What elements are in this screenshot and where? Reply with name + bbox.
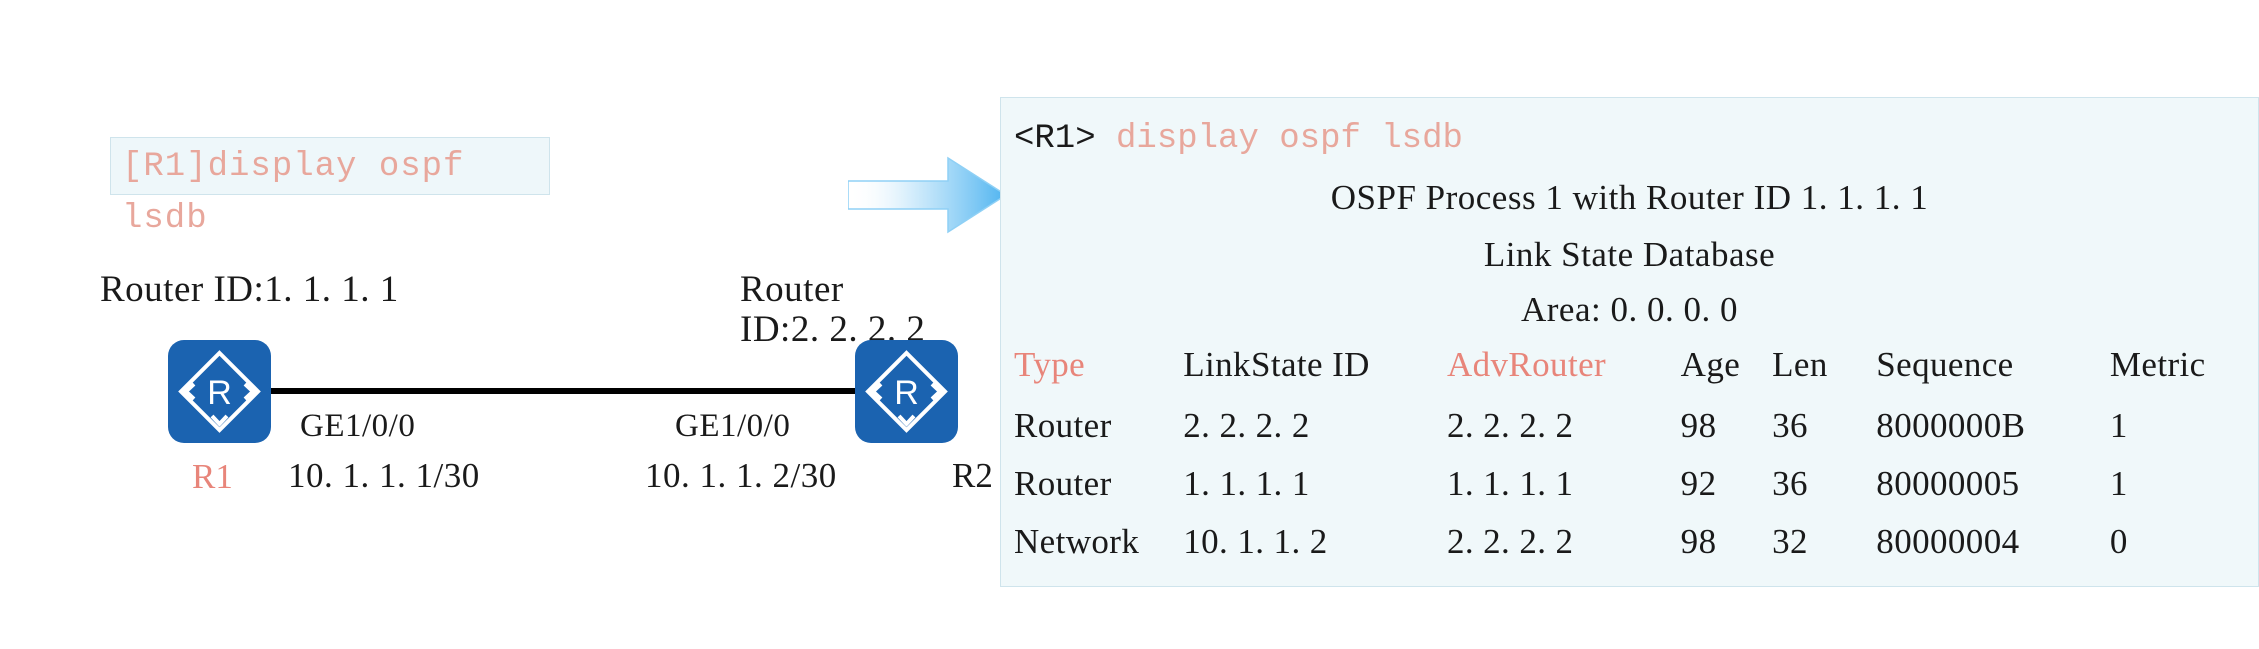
cell-type: Network: [1014, 522, 1140, 561]
cell-len: 32: [1772, 522, 1808, 561]
right-device-name: R2: [952, 456, 993, 495]
lsdb-table: Type LinkState ID AdvRouter Age Len Sequ…: [1014, 345, 2259, 571]
cell-sequence: 8000000B: [1876, 406, 2026, 445]
cell-type: Router: [1014, 406, 1112, 445]
table-row: Router 1. 1. 1. 1 1. 1. 1. 1 92 36 80000…: [1014, 455, 2259, 513]
column-header-advrouter: AdvRouter: [1446, 345, 1607, 384]
link-connection-line: [255, 388, 885, 394]
cell-age: 92: [1680, 464, 1717, 503]
ospf-process-header: OSPF Process 1 with Router ID 1. 1. 1. 1: [1330, 178, 1929, 217]
cell-type: Router: [1014, 464, 1112, 503]
cell-advrouter: 1. 1. 1. 1: [1446, 464, 1574, 503]
cell-sequence: 80000005: [1876, 464, 2020, 503]
cell-len: 36: [1772, 406, 1808, 445]
column-header-metric: Metric: [2109, 345, 2206, 384]
terminal-output-panel: [1000, 97, 2259, 587]
left-router-id-label: Router ID:1. 1. 1. 1: [100, 269, 399, 310]
cell-advrouter: 2. 2. 2. 2: [1446, 406, 1574, 445]
column-header-len: Len: [1772, 345, 1828, 384]
column-header-linkstate: LinkState ID: [1183, 345, 1370, 384]
command-text-line1: [R1]display ospf: [122, 148, 465, 186]
column-header-age: Age: [1680, 345, 1741, 384]
svg-text:R: R: [207, 374, 232, 412]
lsdb-title: Link State Database: [1483, 235, 1776, 274]
terminal-command-line: <R1> display ospf lsdb: [1014, 120, 1463, 158]
left-ip-label: 10. 1. 1. 1/30: [288, 456, 480, 495]
cell-linkstate: 1. 1. 1. 1: [1183, 464, 1310, 503]
left-device-name: R1: [192, 457, 233, 496]
right-arrow-icon: [847, 150, 1008, 240]
router-icon-r1[interactable]: R: [168, 340, 271, 443]
cell-len: 36: [1772, 464, 1808, 503]
cell-age: 98: [1680, 406, 1717, 445]
cell-linkstate: 10. 1. 1. 2: [1183, 522, 1328, 561]
command-text-line2: lsdb: [122, 200, 208, 238]
cell-advrouter: 2. 2. 2. 2: [1446, 522, 1574, 561]
svg-text:R: R: [894, 374, 919, 412]
column-header-sequence: Sequence: [1876, 345, 2014, 384]
cell-age: 98: [1680, 522, 1717, 561]
terminal-prompt: <R1>: [1014, 120, 1096, 158]
table-row: Network 10. 1. 1. 2 2. 2. 2. 2 98 32 800…: [1014, 513, 2259, 571]
right-router-id-label-line1: Router: [740, 269, 844, 310]
cell-metric: 1: [2109, 464, 2128, 503]
right-interface-label: GE1/0/0: [675, 408, 791, 444]
cell-metric: 1: [2109, 406, 2128, 445]
terminal-command: display ospf lsdb: [1116, 120, 1463, 158]
left-interface-label: GE1/0/0: [300, 408, 416, 444]
right-ip-label: 10. 1. 1. 2/30: [645, 456, 837, 495]
cell-metric: 0: [2109, 522, 2128, 561]
area-header: Area: 0. 0. 0. 0: [1521, 290, 1738, 329]
router-icon-r2[interactable]: R: [855, 340, 958, 443]
table-row: Router 2. 2. 2. 2 2. 2. 2. 2 98 36 80000…: [1014, 397, 2259, 455]
column-header-type: Type: [1014, 345, 1086, 384]
cell-linkstate: 2. 2. 2. 2: [1183, 406, 1310, 445]
cell-sequence: 80000004: [1876, 522, 2020, 561]
table-header-row: Type LinkState ID AdvRouter Age Len Sequ…: [1014, 345, 2259, 397]
command-input-box[interactable]: [110, 137, 550, 195]
